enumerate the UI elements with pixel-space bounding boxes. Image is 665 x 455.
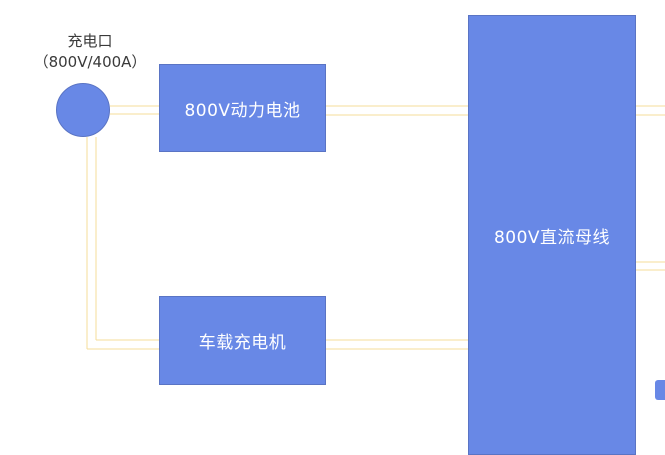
dc-bus-label: 800V直流母线 [493,227,611,248]
battery-label: 800V动力电池 [184,100,301,121]
battery-block: 800V动力电池 [159,64,326,152]
charging-port-rating: （800V/400A） [33,53,147,71]
charging-port-node [56,83,110,137]
onboard-charger-block: 车载充电机 [159,296,326,385]
dc-bus-block: 800V直流母线 [468,15,636,455]
partial-block-right-edge [655,380,665,400]
onboard-charger-label: 车载充电机 [198,333,287,353]
connection-lines [86,105,665,350]
charging-port-title: 充电口 [67,32,113,50]
diagram-canvas: 充电口 （800V/400A） 800V动力电池 车载充电机 800V直流母线 [33,15,665,455]
